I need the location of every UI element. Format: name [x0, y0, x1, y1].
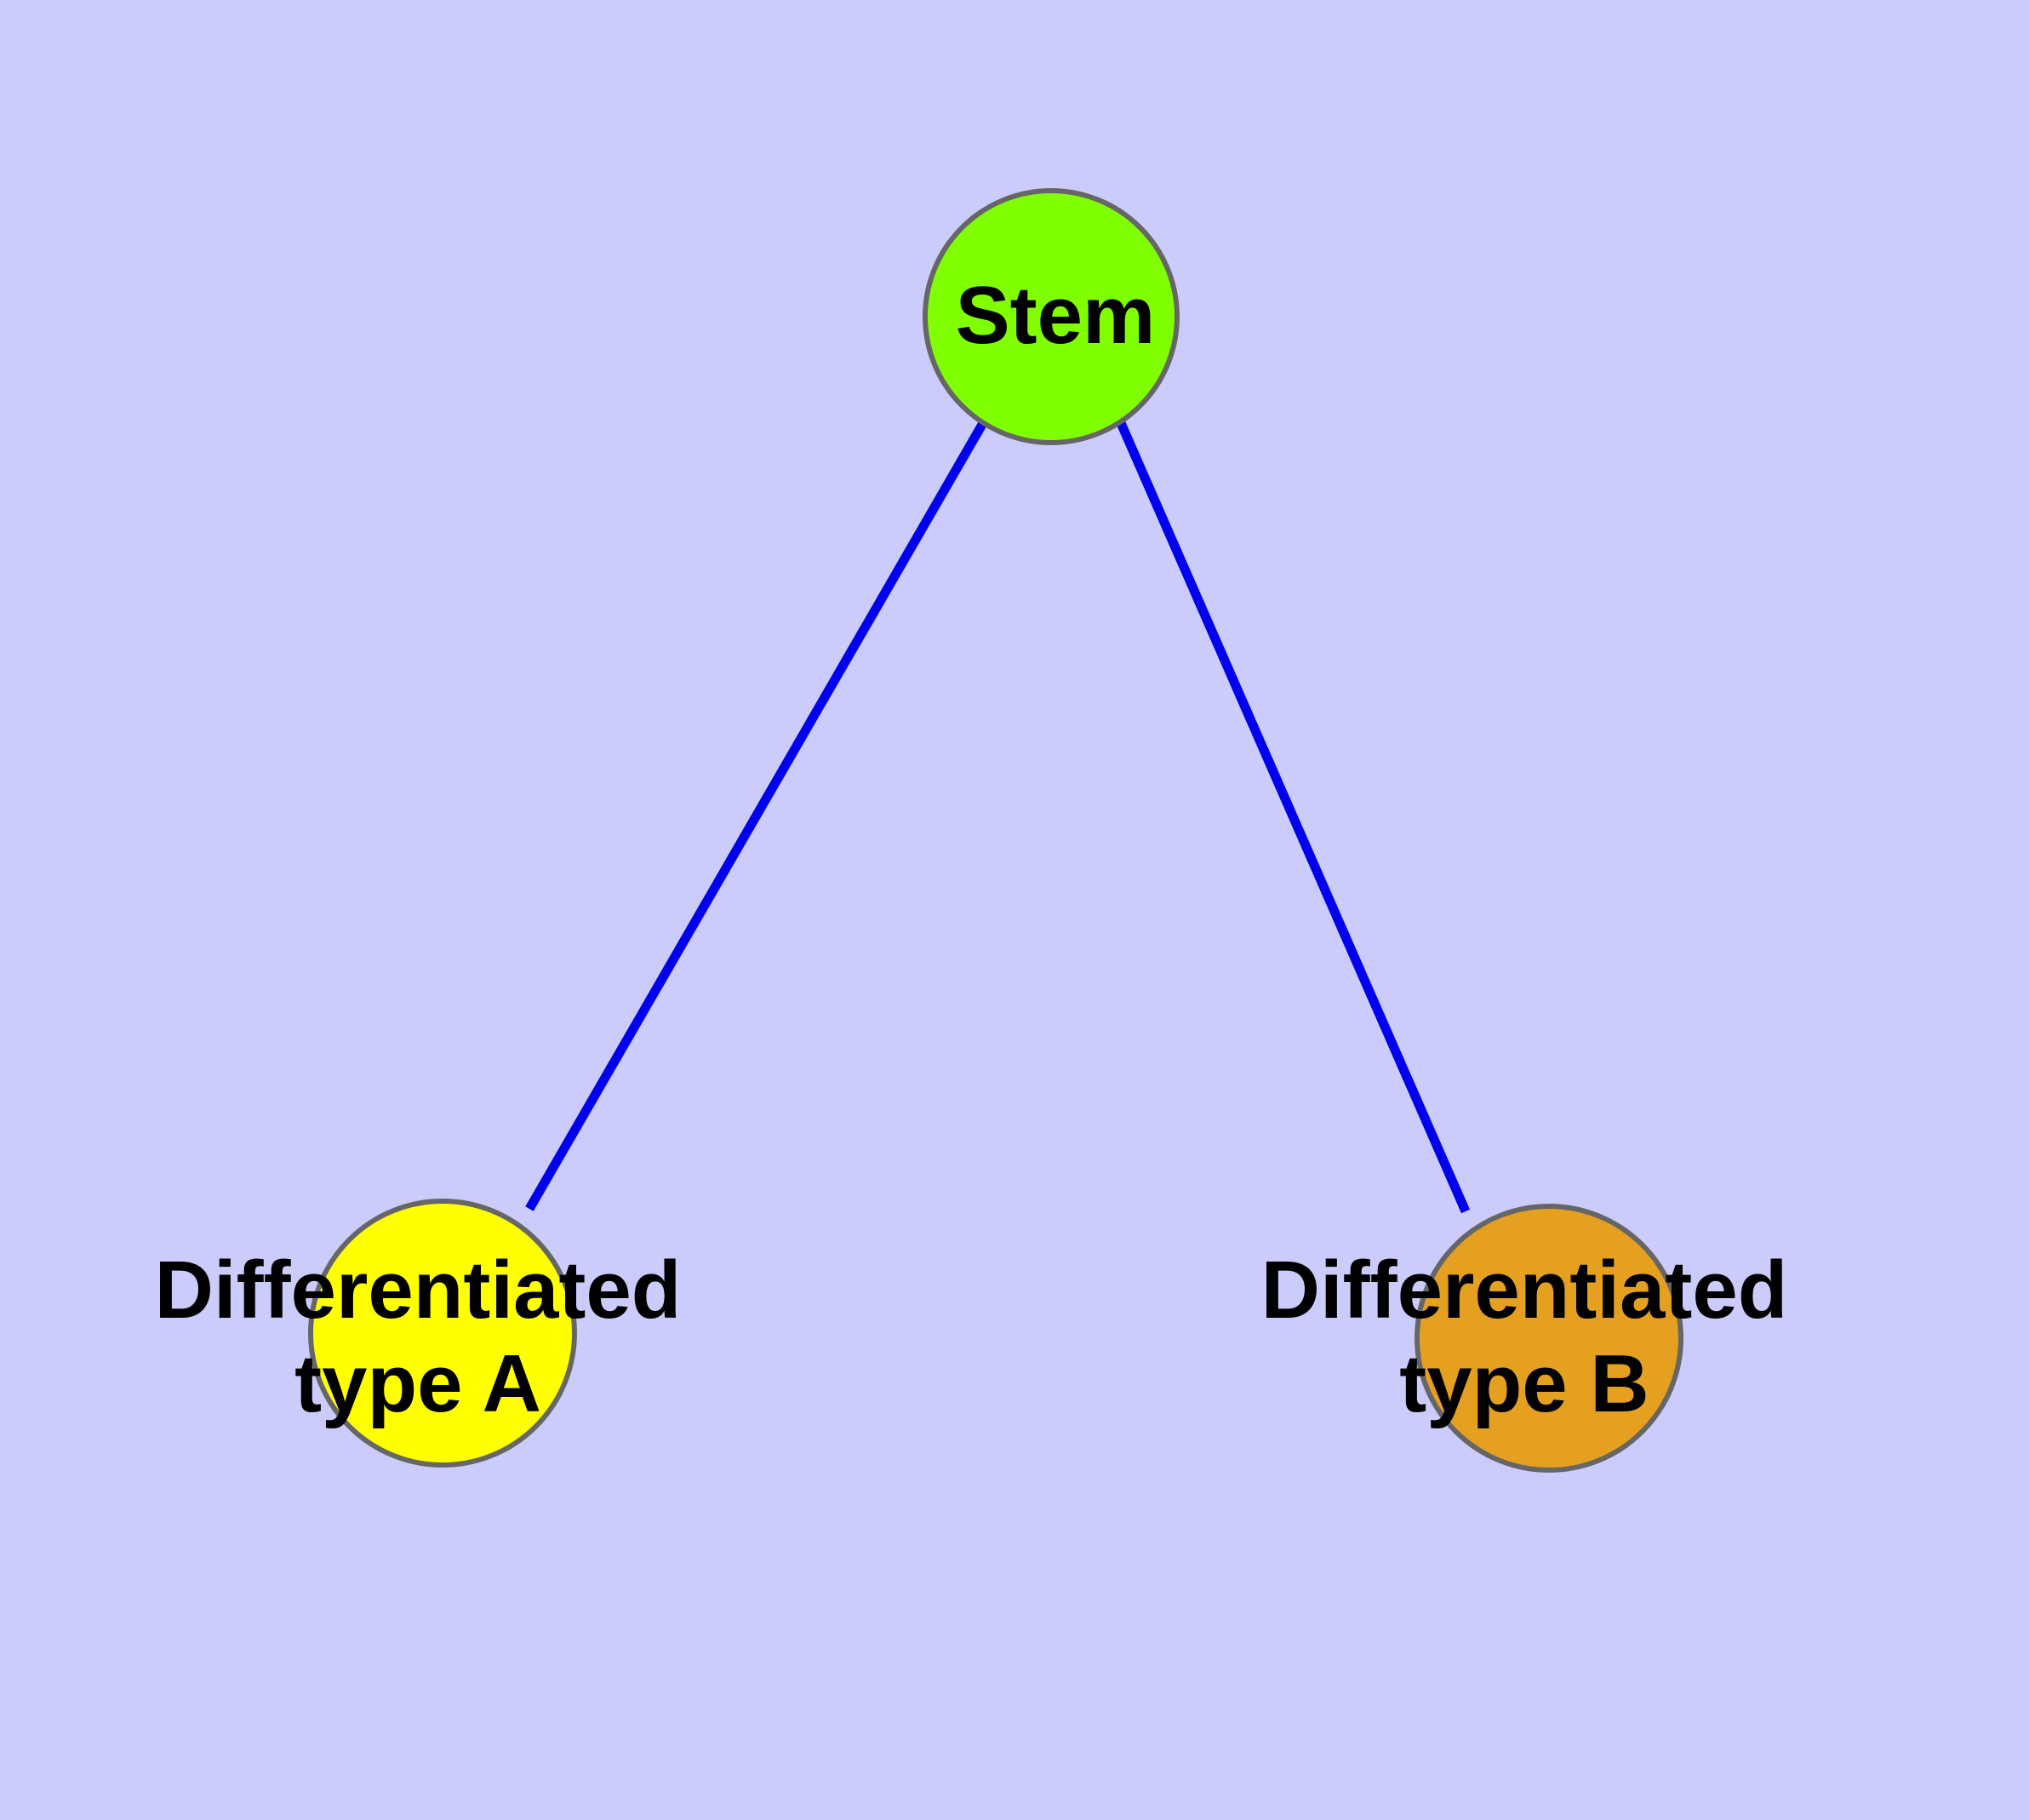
node-label-line: Stem	[956, 270, 1156, 361]
node-label-line: type B	[1399, 1338, 1649, 1429]
edge-stem-to-diff-b[interactable]	[1116, 421, 1471, 1214]
node-circle-stem[interactable]	[923, 188, 1180, 445]
node-label-line: Differentiated	[1261, 1245, 1788, 1336]
node-circle-diff-b[interactable]	[1415, 1204, 1683, 1473]
edges-group	[525, 421, 1471, 1214]
node-label-stem: Stem	[956, 270, 1156, 361]
node-circle-diff-a[interactable]	[308, 1199, 577, 1468]
node-label-line: Differentiated	[155, 1245, 682, 1336]
node-label-line: type A	[294, 1338, 541, 1429]
node-stem[interactable]: Stem	[923, 188, 1180, 445]
edge-stem-to-diff-a[interactable]	[525, 421, 987, 1211]
